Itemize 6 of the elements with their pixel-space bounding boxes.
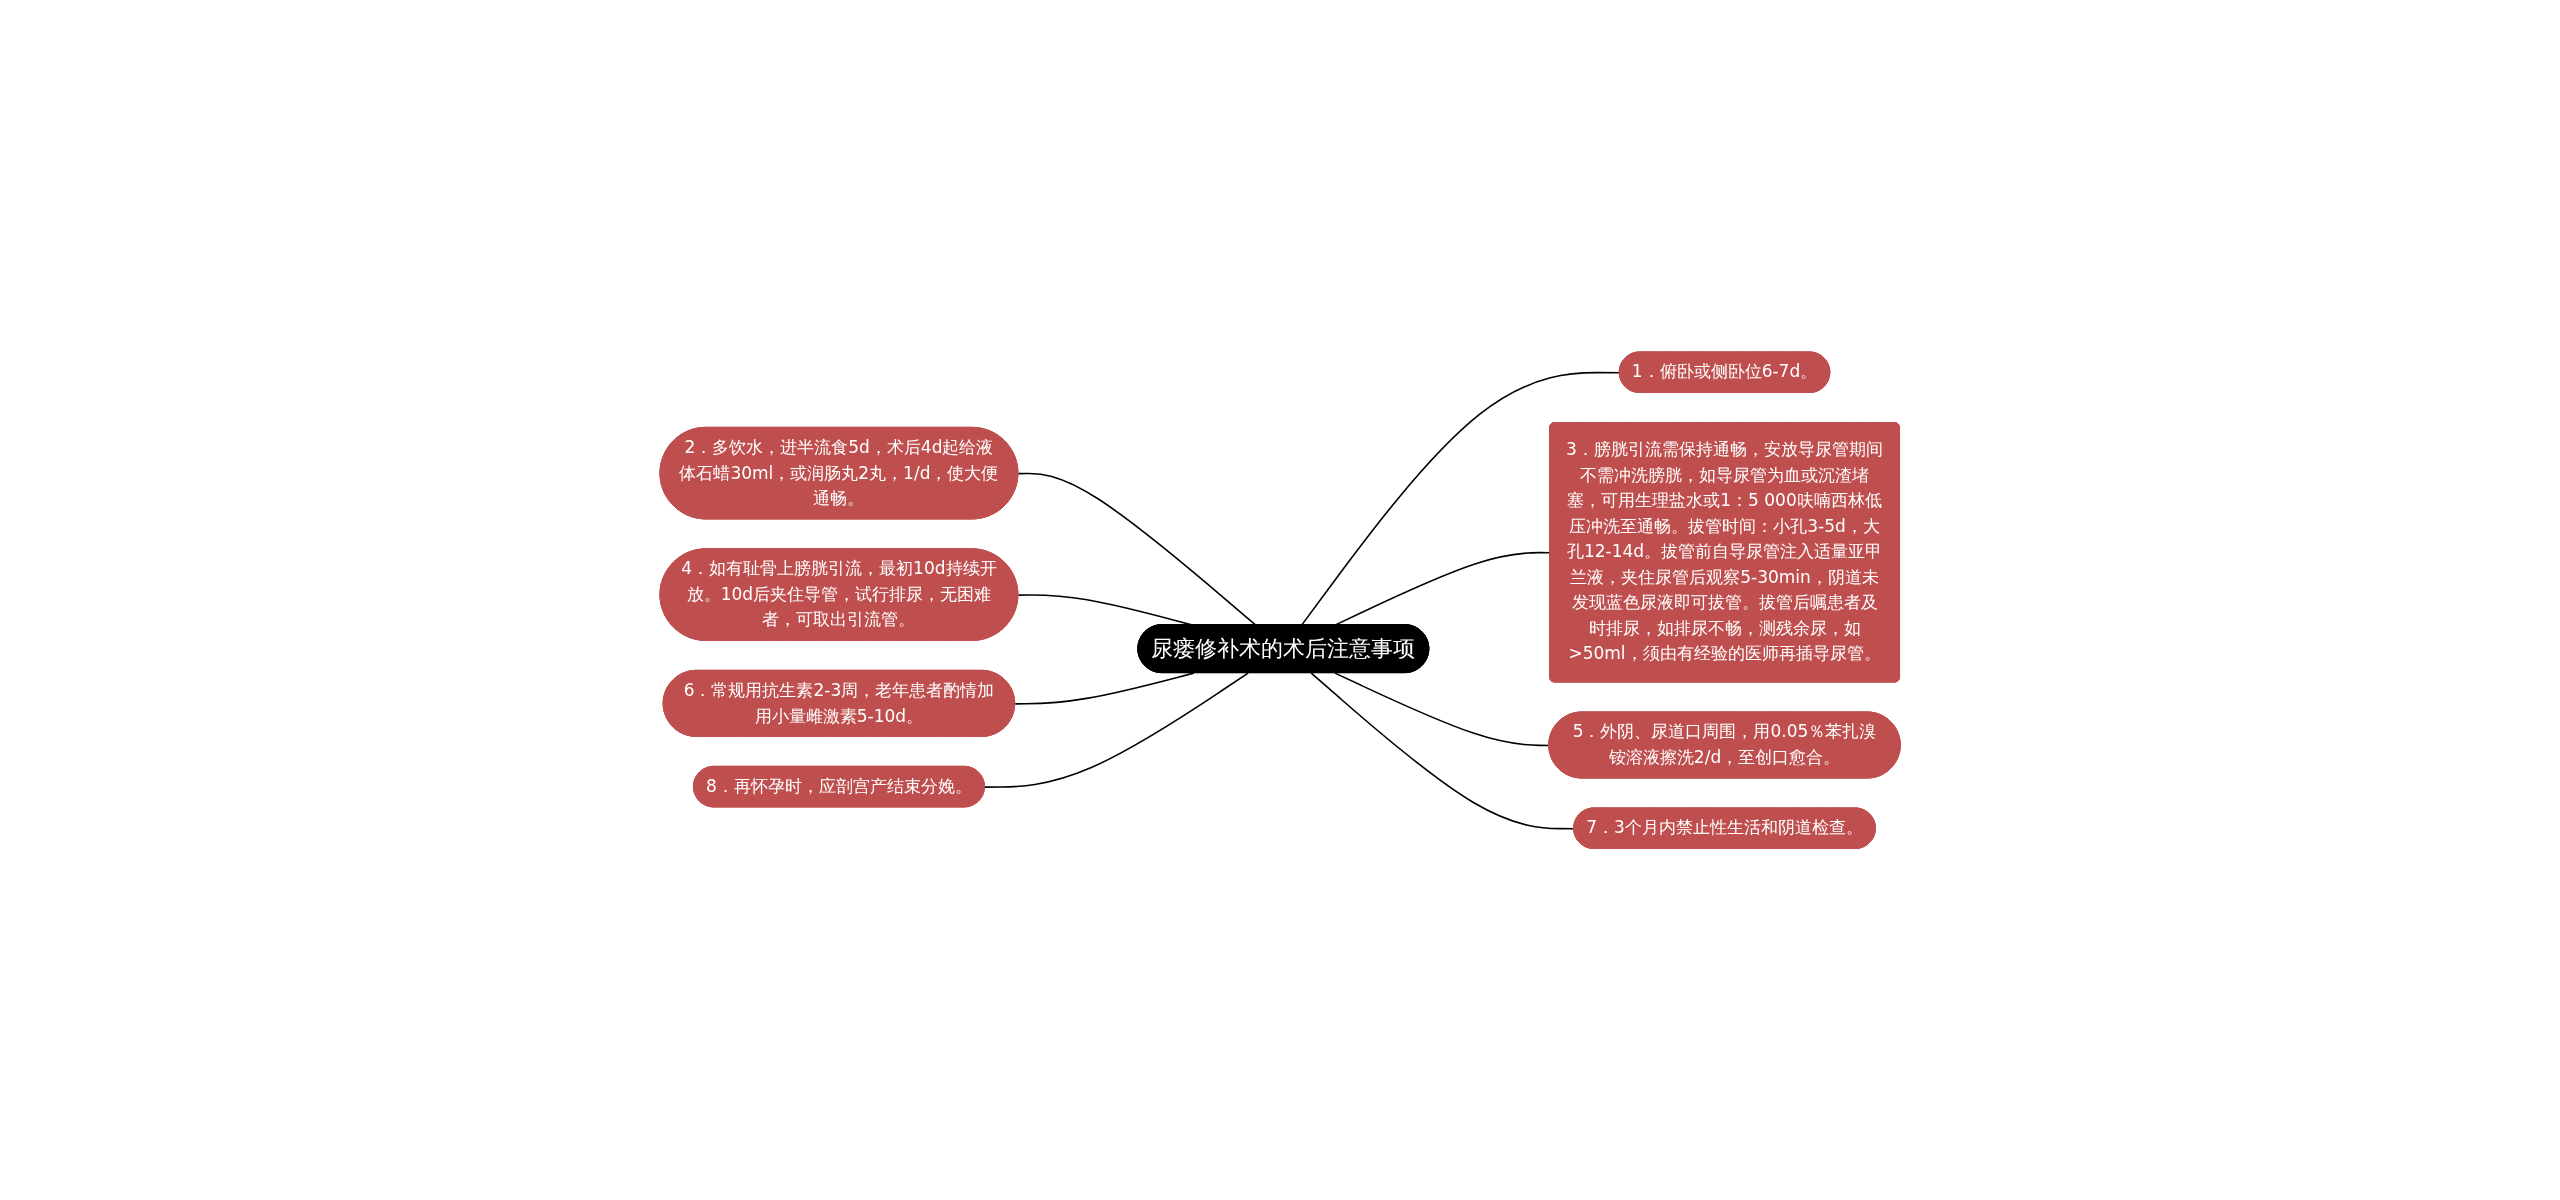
connector bbox=[983, 672, 1249, 788]
connector bbox=[1014, 672, 1195, 705]
connector bbox=[1310, 672, 1575, 830]
connector bbox=[1334, 672, 1550, 747]
connector bbox=[1300, 371, 1621, 626]
connector bbox=[1017, 472, 1257, 626]
